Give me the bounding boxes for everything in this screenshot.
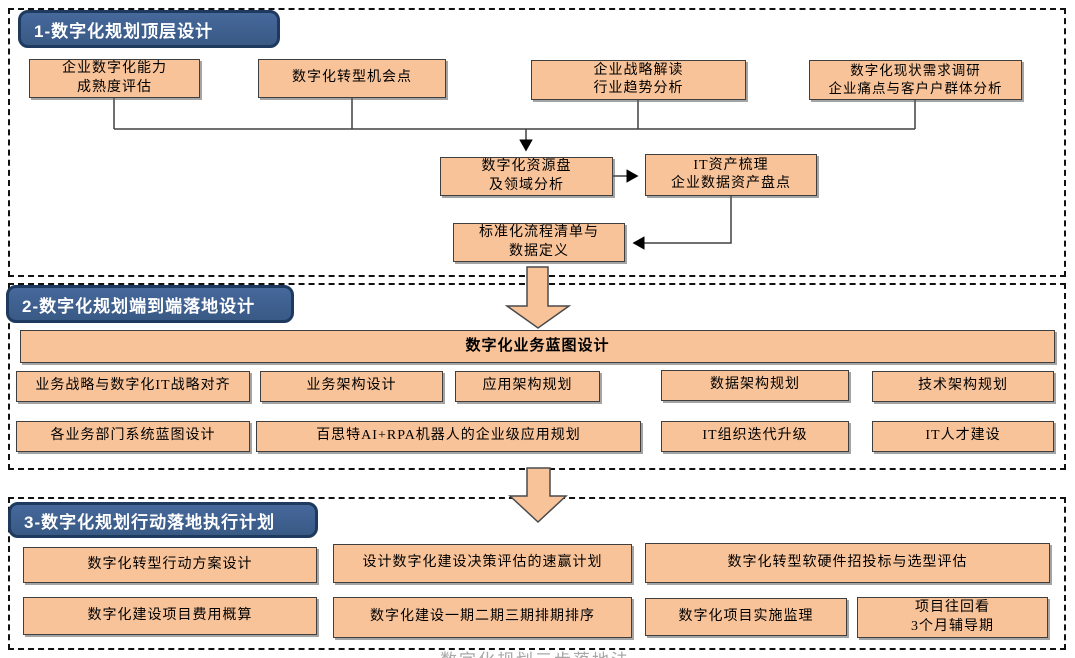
box-ai-rpa-planning: 百思特AI+RPA机器人的企业级应用规划	[256, 421, 641, 452]
box-it-org-upgrade: IT组织迭代升级	[661, 421, 849, 452]
section3-title: 3-数字化规划行动落地执行计划	[24, 512, 276, 532]
box-application-architecture: 应用架构规划	[455, 371, 600, 402]
box-strategy-trend: 企业战略解读 行业趋势分析	[531, 60, 746, 100]
box-cost-estimate: 数字化建设项目费用概算	[23, 597, 317, 635]
box-digital-resource: 数字化资源盘 及领域分析	[440, 157, 613, 196]
box-dept-blueprint: 各业务部门系统蓝图设计	[16, 421, 250, 452]
box-capability-maturity: 企业数字化能力 成熟度评估	[29, 59, 200, 98]
banner-business-blueprint: 数字化业务蓝图设计	[20, 330, 1055, 363]
box-tech-architecture: 技术架构规划	[872, 371, 1054, 402]
clipped-caption: 数字化规划三步落地法	[440, 646, 720, 658]
box-business-architecture: 业务架构设计	[260, 371, 443, 402]
box-it-talent: IT人才建设	[872, 421, 1054, 452]
box-transform-opportunity: 数字化转型机会点	[258, 59, 446, 98]
box-implementation-supervision: 数字化项目实施监理	[645, 598, 847, 636]
section1-title: 1-数字化规划顶层设计	[34, 21, 214, 41]
box-status-survey: 数字化现状需求调研 企业痛点与客户户群体分析	[809, 60, 1022, 100]
section1-badge: 1-数字化规划顶层设计	[18, 10, 280, 48]
section2-badge: 2-数字化规划端到端落地设计	[6, 285, 294, 323]
section3-badge: 3-数字化规划行动落地执行计划	[8, 502, 318, 538]
box-action-plan-design: 数字化转型行动方案设计	[23, 547, 317, 583]
box-quickwin-plan: 设计数字化建设决策评估的速赢计划	[333, 544, 632, 583]
box-project-review: 项目往回看 3个月辅导期	[857, 597, 1048, 638]
box-phase-sequencing: 数字化建设一期二期三期排期排序	[333, 597, 632, 638]
section2-title: 2-数字化规划端到端落地设计	[22, 296, 256, 316]
box-it-asset: IT资产梳理 企业数据资产盘点	[645, 154, 817, 196]
box-bidding-selection: 数字化转型软硬件招投标与选型评估	[645, 543, 1050, 583]
box-data-architecture: 数据架构规划	[661, 370, 849, 401]
box-strategy-alignment: 业务战略与数字化IT战略对齐	[16, 371, 250, 402]
box-process-list: 标准化流程清单与 数据定义	[453, 223, 625, 262]
